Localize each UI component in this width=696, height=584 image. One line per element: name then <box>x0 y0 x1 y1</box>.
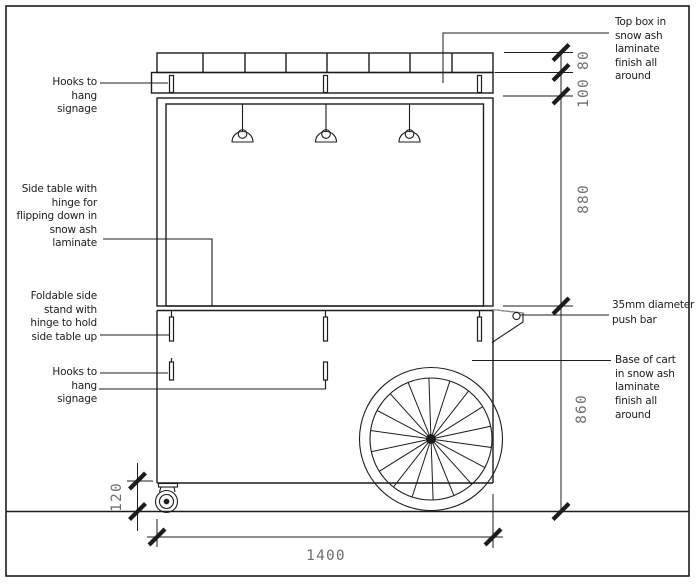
label-base-of-cart: Base of cart in snow ash laminate finish… <box>615 354 676 421</box>
wheel-spokes <box>370 377 492 501</box>
label-push-bar: 35mm diameter push bar <box>612 299 695 326</box>
push-bar-pivot <box>512 311 521 321</box>
lamp-icon <box>314 104 338 143</box>
stand-hook-icon <box>168 310 175 342</box>
dimension-right <box>494 43 573 521</box>
signage-rail <box>150 71 494 94</box>
top-box-dividers <box>202 53 453 73</box>
top-signage-hooks <box>168 74 483 94</box>
push-bar-bracket <box>491 308 524 343</box>
stand-hook-icon <box>476 310 483 342</box>
label-hooks-top: Hooks to hang signage <box>52 76 97 115</box>
hook-icon <box>168 74 175 94</box>
wheel <box>358 366 504 512</box>
lower-signage-hooks <box>168 358 329 389</box>
side-table-outline <box>103 238 213 306</box>
dimension-ticks <box>128 471 147 521</box>
caster-wheel <box>154 482 179 514</box>
lamp-icon <box>398 104 421 143</box>
stand-hook-icon <box>322 310 329 342</box>
label-top-box: Top box in snow ash laminate finish all … <box>615 16 666 82</box>
dim-signage-rail-height: 100 <box>576 78 592 108</box>
wheel-hub <box>425 433 437 445</box>
hook-icon <box>168 358 175 381</box>
hook-icon <box>322 361 329 389</box>
foldable-stand-hooks <box>168 310 483 342</box>
base-body <box>156 310 494 484</box>
dimension-ticks <box>147 527 503 547</box>
label-side-table: Side table with hinge for flipping down … <box>16 183 98 249</box>
dim-display-height: 880 <box>576 184 592 214</box>
page-border <box>5 5 690 577</box>
hook-icon <box>476 74 483 94</box>
dim-caster-height: 120 <box>109 482 125 512</box>
leader-lines <box>99 32 611 390</box>
dimension-width <box>147 494 503 548</box>
hook-icon <box>322 74 329 94</box>
label-foldable-stand: Foldable side stand with hinge to hold s… <box>30 290 97 343</box>
dim-base-height: 860 <box>574 394 590 424</box>
dim-cart-width: 1400 <box>306 548 346 564</box>
dimension-caster <box>127 463 153 531</box>
label-hooks-bottom: Hooks to hang signage <box>52 366 97 405</box>
pendant-lamps <box>231 104 421 143</box>
dimension-ticks <box>551 43 571 521</box>
lamp-icon <box>231 104 254 143</box>
dim-top-box-height: 80 <box>576 50 592 70</box>
leader-top-box <box>442 32 609 83</box>
